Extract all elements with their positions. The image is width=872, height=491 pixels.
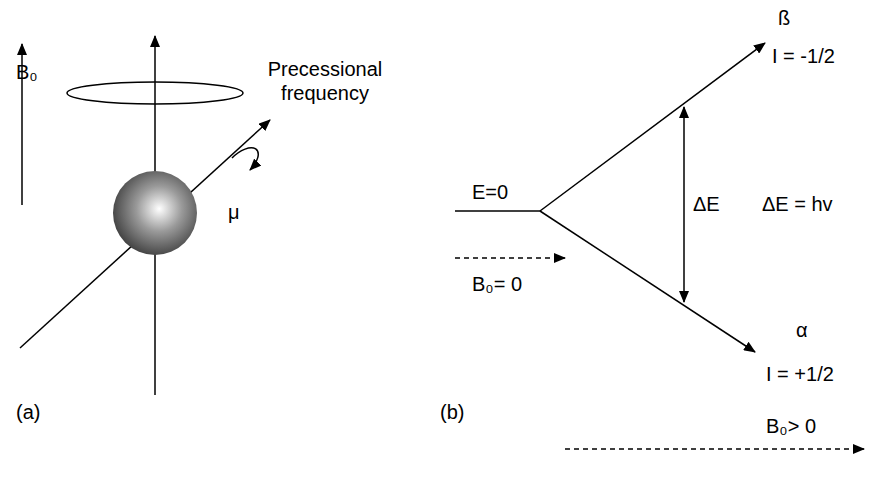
spin-rotation: [232, 148, 258, 170]
field-label: B₀= 0: [472, 272, 522, 296]
field-label: B₀: [16, 60, 38, 84]
field-on-arrow: [565, 448, 864, 450]
precession-label: Precessional frequency: [250, 57, 400, 105]
spin-label: I = -1/2: [772, 44, 835, 68]
beta-level: [540, 43, 765, 211]
precession-orbit: [67, 82, 243, 104]
gap-equation: ΔE = hv: [762, 192, 833, 216]
gap-label: ΔE: [693, 192, 720, 216]
spin-axis: [20, 120, 270, 348]
panel-label: (b): [440, 400, 464, 424]
spin-label: I = +1/2: [766, 362, 834, 386]
moment-label: μ: [228, 200, 240, 224]
zero-field-arrow: [455, 257, 565, 259]
state-label: ß: [778, 6, 790, 30]
field-label: B₀> 0: [766, 414, 816, 438]
panel-label: (a): [16, 400, 40, 424]
alpha-level: [540, 211, 755, 352]
nucleus-sphere: [113, 171, 197, 255]
state-label: α: [796, 318, 808, 342]
energy-gap-arrow: [683, 107, 685, 302]
energy-label: E=0: [472, 180, 508, 204]
zero-level: [455, 210, 540, 212]
